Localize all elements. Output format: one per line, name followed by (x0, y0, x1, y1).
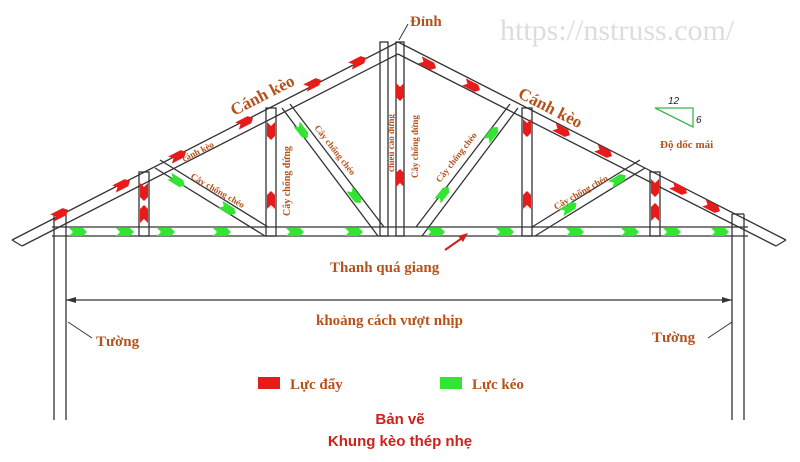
tension-marker (345, 228, 363, 236)
slope-label: Độ dốc mái (660, 139, 713, 151)
tension-markers (69, 121, 729, 236)
vertical-left-label: Cây chống đứng (282, 146, 293, 216)
compression-marker (112, 179, 131, 193)
wall-left-label: Tường (96, 334, 140, 350)
wall-pointer-right (707, 321, 733, 339)
compression-marker (235, 116, 254, 130)
pointer-arrow-icon (444, 233, 468, 251)
tension-marker (167, 172, 185, 188)
tension-marker (711, 228, 729, 236)
tension-marker (213, 228, 231, 236)
compression-markers (50, 56, 721, 223)
vertical-center-label: Cây chống đứng (410, 115, 420, 178)
compression-marker (303, 78, 322, 92)
apex-pointer (398, 23, 409, 41)
top-chord-small-label: cánh kèo (180, 139, 216, 164)
legend-swatch-compression (258, 377, 280, 389)
compression-marker (552, 123, 571, 137)
tension-marker (496, 228, 514, 236)
compression-marker (418, 56, 437, 70)
tension-marker (483, 126, 499, 144)
diagonal-label-1: Cây chống chéo (189, 171, 247, 210)
span-label: khoảng cách vượt nhịp (316, 313, 463, 329)
tension-marker (286, 228, 304, 236)
diagonal-label-2: Cây chống chéo (312, 123, 357, 177)
diagonal-label-4: Cây chống chéo (552, 173, 610, 212)
compression-marker (348, 56, 367, 70)
height-label: chiều cao đứng (386, 114, 396, 172)
legend-label-tension: Lực kéo (472, 377, 524, 393)
wall-pointer-left (67, 321, 93, 339)
tension-marker (218, 200, 236, 216)
compression-marker (140, 205, 148, 223)
legend-swatch-tension (440, 377, 462, 389)
tension-marker (293, 121, 309, 139)
compression-marker (669, 181, 688, 195)
legend: Lực đẩy Lực kéo (258, 377, 524, 393)
apex-label: Đỉnh (410, 14, 442, 30)
caption-line-2: Khung kèo thép nhẹ (328, 433, 472, 450)
diagonal-label-3: Cây chống chéo (434, 130, 479, 184)
compression-marker (523, 191, 531, 209)
tension-marker (346, 186, 362, 204)
compression-marker (267, 191, 275, 209)
tension-marker (663, 228, 681, 236)
compression-marker (396, 83, 404, 101)
tension-marker (566, 228, 584, 236)
tension-marker (434, 186, 450, 204)
slope-rise: 6 (696, 115, 702, 126)
legend-label-compression: Lực đẩy (290, 377, 343, 393)
compression-marker (396, 169, 404, 187)
top-chord-left-label: Cánh kèo (227, 71, 297, 119)
compression-marker (462, 78, 481, 92)
watermark: https://nstruss.com/ (500, 14, 735, 47)
compression-marker (168, 150, 187, 164)
wall-right-label: Tường (652, 330, 696, 346)
tension-marker (69, 228, 87, 236)
compression-marker (594, 144, 613, 158)
compression-marker (140, 183, 148, 201)
tension-marker (427, 228, 445, 236)
tension-marker (157, 228, 175, 236)
compression-marker (267, 122, 275, 140)
compression-marker (651, 179, 659, 197)
tension-marker (608, 173, 626, 189)
compression-marker (50, 208, 69, 222)
span-dimension (66, 297, 732, 303)
compression-marker (702, 199, 721, 213)
slope-indicator: 12 6 (654, 96, 702, 129)
compression-marker (651, 203, 659, 221)
slope-run: 12 (668, 96, 680, 107)
tension-marker (621, 228, 639, 236)
tension-marker (559, 201, 577, 217)
bottom-chord-label: Thanh quá giang (330, 260, 440, 276)
compression-marker (523, 119, 531, 137)
caption-line-1: Bản vẽ (375, 411, 424, 428)
tension-marker (116, 228, 134, 236)
